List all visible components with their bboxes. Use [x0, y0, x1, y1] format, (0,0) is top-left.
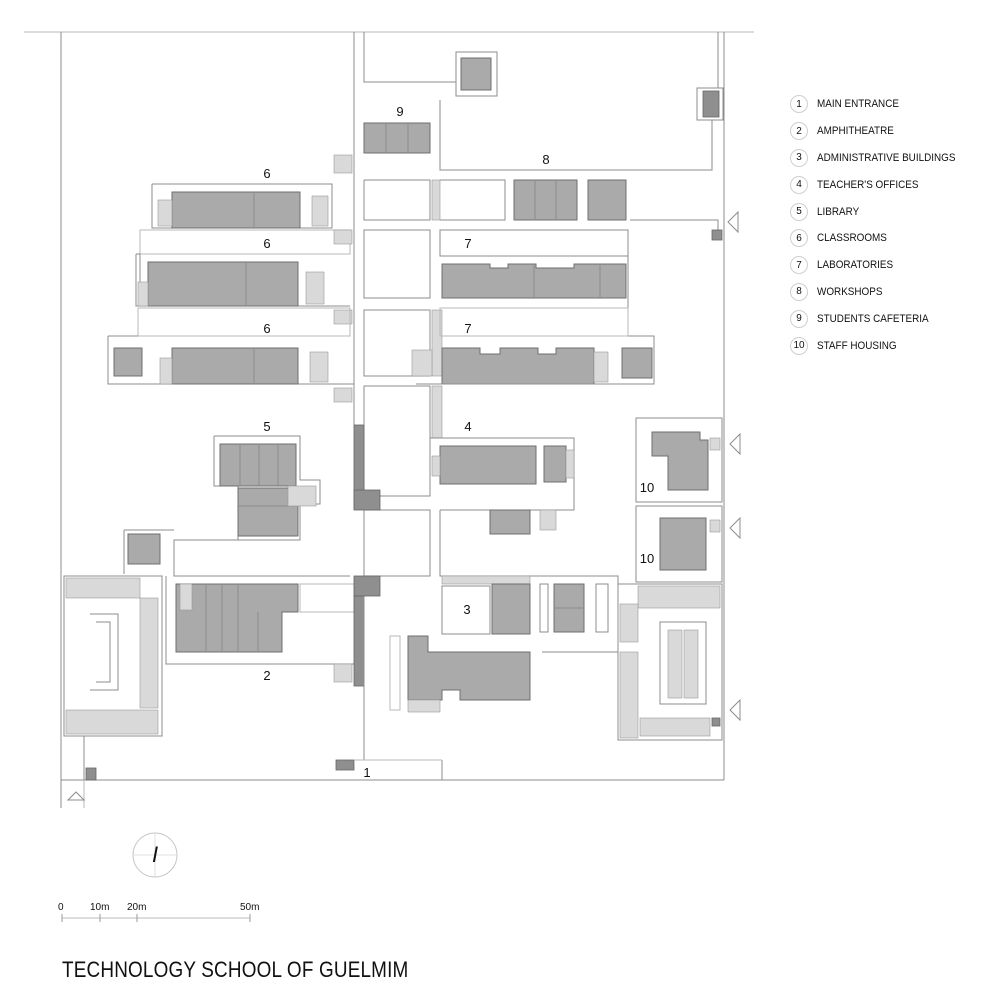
- label-cafeteria: 9: [396, 104, 403, 119]
- scale-bar: [61, 914, 251, 922]
- scale-label-zero: 0: [58, 902, 64, 913]
- plan-labels: 9 8 6 6 6 7 7 5 4 10 10 3 2 1: [263, 104, 654, 780]
- scale-label-ten: 10m: [90, 902, 110, 913]
- label-workshops: 8: [542, 152, 549, 167]
- legend-item: 6 CLASSROOMS: [790, 225, 980, 252]
- classrooms-low: [107, 335, 354, 385]
- legend-number: 6: [790, 229, 808, 248]
- legend-label: LABORATORIES: [817, 259, 894, 272]
- legend-label: ADMINISTRATIVE BUILDINGS: [817, 151, 956, 164]
- legend-number: 4: [790, 175, 808, 194]
- right-plaza: [617, 583, 741, 741]
- label-labs-low: 7: [464, 321, 471, 336]
- label-classrooms-top: 6: [263, 166, 270, 181]
- south-central: [354, 596, 618, 780]
- label-library: 5: [263, 419, 270, 434]
- legend-label: WORKSHOPS: [817, 285, 883, 298]
- top-strip: [363, 32, 724, 171]
- legend-item: 7 LABORATORIES: [790, 252, 980, 279]
- north-arrow: I: [132, 832, 178, 878]
- legend-item: 3 ADMINISTRATIVE BUILDINGS: [790, 145, 980, 172]
- legend-number: 2: [790, 122, 808, 141]
- legend-number: 8: [790, 282, 808, 301]
- site-boundary: [24, 31, 754, 808]
- label-labs-top: 7: [464, 236, 471, 251]
- scale-label-fifty: 50m: [240, 902, 260, 913]
- legend-item: 4 TEACHER'S OFFICES: [790, 171, 980, 198]
- amphitheatre: [165, 575, 381, 771]
- staff-housing: [635, 417, 741, 583]
- legend-item: 8 WORKSHOPS: [790, 279, 980, 306]
- workshops: [363, 179, 739, 241]
- page-title: TECHNOLOGY SCHOOL OF GUELMIM: [62, 957, 409, 982]
- legend-number: 10: [790, 336, 808, 355]
- cafeteria: [333, 122, 431, 174]
- legend-item: 10 STAFF HOUSING: [790, 332, 980, 359]
- classrooms-top: [139, 183, 353, 255]
- legend-item: 9 STUDENTS CAFETERIA: [790, 305, 980, 332]
- legend-number: 5: [790, 202, 808, 221]
- label-housing-top: 10: [640, 480, 654, 495]
- label-classrooms-low: 6: [263, 321, 270, 336]
- teachers-offices: [400, 437, 619, 584]
- north-arrow-glyph: I: [152, 842, 158, 867]
- label-teachers: 4: [464, 419, 471, 434]
- legend-number: 1: [790, 95, 808, 114]
- library: [123, 435, 350, 577]
- label-housing-low: 10: [640, 551, 654, 566]
- labs-low: [411, 347, 653, 385]
- label-classrooms-mid: 6: [263, 236, 270, 251]
- legend-item: 5 LIBRARY: [790, 198, 980, 225]
- legend: 1 MAIN ENTRANCE 2 AMPHITHEATRE 3 ADMINISTRATI…: [790, 91, 980, 359]
- label-admin: 3: [463, 602, 470, 617]
- legend-item: 1 MAIN ENTRANCE: [790, 91, 980, 118]
- left-plaza: [63, 575, 163, 781]
- label-entrance: 1: [363, 765, 370, 780]
- center-spine: [333, 229, 443, 577]
- label-amphitheatre: 2: [263, 668, 270, 683]
- legend-label: AMPHITHEATRE: [817, 125, 894, 138]
- legend-label: TEACHER'S OFFICES: [817, 178, 919, 191]
- legend-number: 3: [790, 148, 808, 167]
- legend-item: 2 AMPHITHEATRE: [790, 118, 980, 145]
- legend-number: 7: [790, 256, 808, 275]
- legend-number: 9: [790, 309, 808, 328]
- scale-label-twenty: 20m: [127, 902, 147, 913]
- classrooms-mid: [135, 253, 351, 337]
- legend-label: STUDENTS CAFETERIA: [817, 312, 929, 325]
- legend-label: MAIN ENTRANCE: [817, 98, 899, 111]
- admin-buildings: [441, 575, 609, 635]
- legend-label: STAFF HOUSING: [817, 339, 897, 352]
- labs-top: [439, 229, 655, 385]
- legend-label: LIBRARY: [817, 205, 860, 218]
- legend-label: CLASSROOMS: [817, 232, 887, 245]
